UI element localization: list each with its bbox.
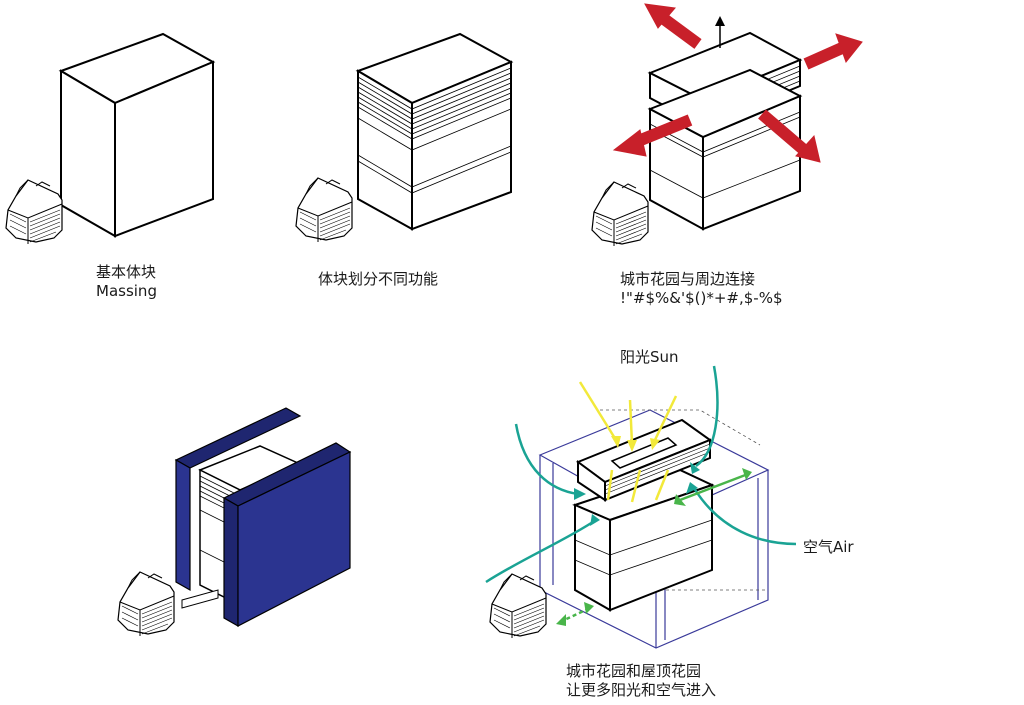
caption-line1: 城市花园和屋顶花园	[566, 662, 702, 680]
final-diagram	[485, 365, 797, 649]
air-label: 空气Air	[803, 538, 854, 556]
functions-caption: 体块划分不同功能	[318, 270, 438, 289]
air-arrows	[485, 365, 797, 584]
neighbor-building-icon	[591, 181, 649, 247]
final-caption: 城市花园和屋顶花园 让更多阳光和空气进入	[566, 662, 716, 700]
massing-diagram	[5, 32, 216, 245]
caption-garbled: !"#$%&'$()*+#,$-%$	[620, 289, 783, 307]
massing-caption: 基本体块 Massing	[96, 263, 157, 301]
green-arrows	[559, 472, 749, 624]
panels-diagram	[117, 407, 352, 637]
garden-link-diagram	[591, 3, 863, 247]
garden-link-caption: 城市花园与周边连接 !"#$%&'$()*+#,$-%$	[620, 270, 783, 308]
sun-arrows	[578, 381, 678, 503]
caption-zh: 城市花园与周边连接	[620, 270, 756, 288]
caption-zh: 体块划分不同功能	[318, 270, 439, 288]
red-arrows	[612, 3, 863, 163]
sun-label: 阳光Sun	[620, 348, 679, 366]
functions-diagram	[295, 32, 514, 243]
neighbor-building-icon	[295, 177, 353, 243]
neighbor-building-icon	[117, 571, 175, 637]
caption-line2: 让更多阳光和空气进入	[566, 681, 717, 699]
neighbor-building-icon	[489, 573, 547, 639]
caption-en: Massing	[96, 282, 157, 300]
caption-zh: 基本体块	[96, 263, 157, 281]
neighbor-building-icon	[5, 179, 63, 245]
